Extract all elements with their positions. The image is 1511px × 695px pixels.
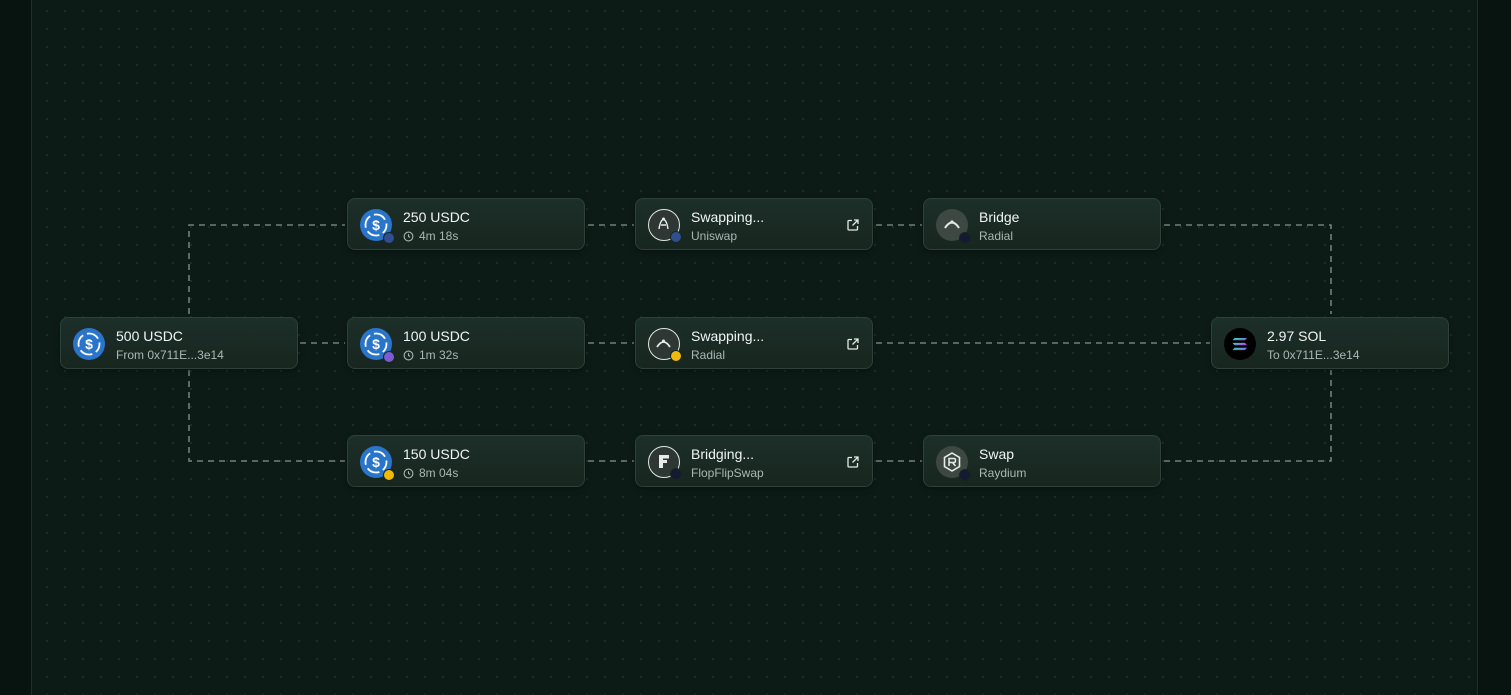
- arbitrum-chain-icon: [670, 231, 682, 243]
- destination-amount: 2.97 SOL: [1267, 328, 1327, 344]
- step-protocol: FlopFlipSwap: [691, 466, 764, 480]
- svg-text:$: $: [372, 454, 380, 470]
- source-node[interactable]: $ 500 USDC From 0x711E...3e14: [60, 317, 298, 369]
- svg-text:$: $: [372, 336, 380, 352]
- usdc-icon: $: [360, 328, 395, 363]
- solana-icon: [1224, 328, 1256, 360]
- radial-icon: [936, 209, 971, 244]
- clock-icon: [403, 231, 414, 242]
- route-3-step-1-node[interactable]: Bridging... FlopFlipSwap: [635, 435, 873, 487]
- route-1-step-1-node[interactable]: Swapping... Uniswap: [635, 198, 873, 250]
- external-link-icon[interactable]: [846, 455, 860, 469]
- split-amount: 150 USDC: [403, 446, 470, 462]
- radial-icon: [648, 328, 682, 362]
- split-eta: 4m 18s: [403, 229, 458, 243]
- usdc-icon: $: [360, 446, 395, 481]
- clock-icon: [403, 468, 414, 479]
- destination-address: To 0x711E...3e14: [1267, 348, 1360, 362]
- step-status: Swapping...: [691, 328, 765, 344]
- edge-source-route1: [188, 224, 345, 314]
- eta-text: 8m 04s: [419, 466, 459, 480]
- solana-chain-icon: [959, 469, 971, 481]
- svg-text:$: $: [85, 336, 93, 352]
- arbitrum-chain-icon: [383, 232, 395, 244]
- edge-source-route3: [188, 370, 345, 462]
- polygon-chain-icon: [383, 351, 395, 363]
- route-1-step-2-node[interactable]: Bridge Radial: [923, 198, 1161, 250]
- route-3-step-2-node[interactable]: Swap Raydium: [923, 435, 1161, 487]
- usdc-icon: $: [360, 209, 395, 244]
- step-protocol: Raydium: [979, 466, 1027, 480]
- step-protocol: Radial: [979, 229, 1014, 243]
- split-eta: 1m 32s: [403, 348, 458, 362]
- raydium-icon: [936, 446, 971, 481]
- eta-text: 4m 18s: [419, 229, 459, 243]
- clock-icon: [403, 350, 414, 361]
- step-status: Swapping...: [691, 209, 765, 225]
- solana-chain-icon: [670, 468, 682, 480]
- external-link-icon[interactable]: [846, 218, 860, 232]
- route-2-split-node[interactable]: $ 100 USDC 1m 32s: [347, 317, 585, 369]
- route-3-split-node[interactable]: $ 150 USDC 8m 04s: [347, 435, 585, 487]
- flopflipswap-icon: [648, 446, 682, 480]
- svg-text:$: $: [372, 217, 380, 233]
- split-eta: 8m 04s: [403, 466, 458, 480]
- source-address: From 0x711E...3e14: [116, 348, 224, 362]
- solana-chain-icon: [959, 232, 971, 244]
- bnb-chain-icon: [670, 350, 682, 362]
- uniswap-icon: [648, 209, 682, 243]
- external-link-icon[interactable]: [846, 337, 860, 351]
- bnb-chain-icon: [383, 469, 395, 481]
- destination-node[interactable]: 2.97 SOL To 0x711E...3e14: [1211, 317, 1449, 369]
- step-protocol: Radial: [691, 348, 726, 362]
- eta-text: 1m 32s: [419, 348, 459, 362]
- source-amount: 500 USDC: [116, 328, 183, 344]
- step-action: Swap: [979, 446, 1015, 462]
- step-protocol: Uniswap: [691, 229, 738, 243]
- route-1-split-node[interactable]: $ 250 USDC 4m 18s: [347, 198, 585, 250]
- route-2-step-1-node[interactable]: Swapping... Radial: [635, 317, 873, 369]
- step-status: Bridging...: [691, 446, 755, 462]
- split-amount: 100 USDC: [403, 328, 470, 344]
- edge-r3-step2-dest: [1164, 370, 1332, 462]
- split-amount: 250 USDC: [403, 209, 470, 225]
- usdc-icon: $: [73, 328, 105, 360]
- edge-r1-step2-dest: [1164, 224, 1332, 314]
- step-action: Bridge: [979, 209, 1020, 225]
